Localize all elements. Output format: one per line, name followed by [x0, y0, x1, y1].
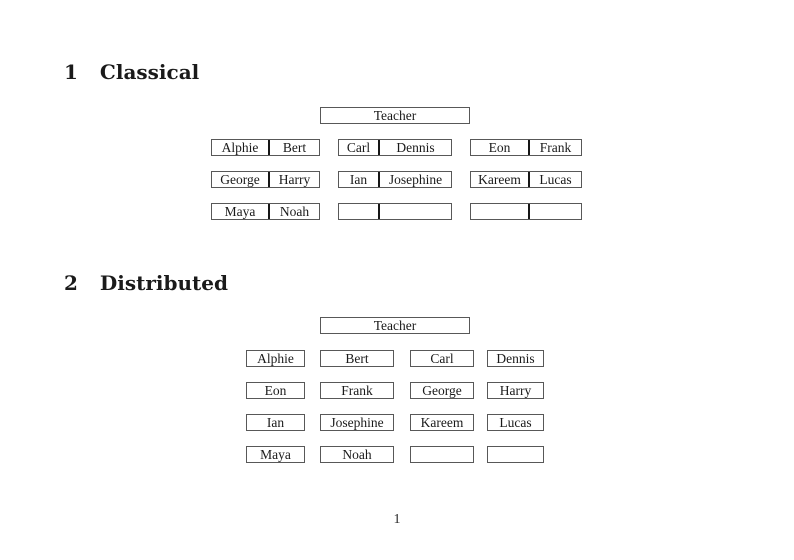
seat-box: Eon [246, 382, 305, 399]
desk-cell-left [339, 204, 378, 219]
seat-box [487, 446, 544, 463]
desk-table [470, 203, 582, 220]
seat-box: Harry [487, 382, 544, 399]
seat-box [410, 446, 474, 463]
teacher-label: Teacher [373, 108, 417, 123]
desk-table: Alphie Bert [211, 139, 320, 156]
section-title: Distributed [99, 271, 228, 295]
section-heading-classical: 1 Classical [64, 61, 199, 83]
seat-box: Ian [246, 414, 305, 431]
desk-cell-left: Maya [224, 204, 256, 219]
page-number: 1 [393, 512, 401, 527]
desk-table: Kareem Lucas [470, 171, 582, 188]
desk-table: Eon Frank [470, 139, 582, 156]
desk-table [338, 203, 452, 220]
desk-cell-left: Alphie [221, 140, 259, 155]
desk-cell-right: Lucas [528, 172, 581, 187]
desk-cell-left: Carl [346, 140, 371, 155]
seat-box: Kareem [410, 414, 474, 431]
seat-box: Bert [320, 350, 394, 367]
desk-cell-left: Ian [349, 172, 368, 187]
desk-cell-right [528, 204, 581, 219]
desk-cell-right: Noah [268, 204, 319, 219]
seat-box: Noah [320, 446, 394, 463]
desk-cell-left: Kareem [478, 172, 521, 187]
desk-cell-right: Josephine [378, 172, 451, 187]
desk-cell-right: Bert [268, 140, 319, 155]
seat-box: Dennis [487, 350, 544, 367]
seat-box: George [410, 382, 474, 399]
section-number: 1 [64, 60, 78, 84]
teacher-box-distributed: Teacher [320, 317, 470, 334]
desk-table: George Harry [211, 171, 320, 188]
section-heading-distributed: 2 Distributed [64, 272, 228, 294]
desk-cell-left: George [220, 172, 260, 187]
desk-table: Carl Dennis [338, 139, 452, 156]
seat-box: Carl [410, 350, 474, 367]
desk-table: Maya Noah [211, 203, 320, 220]
desk-cell-right: Frank [528, 140, 581, 155]
seat-box: Alphie [246, 350, 305, 367]
seat-box: Josephine [320, 414, 394, 431]
desk-table: Ian Josephine [338, 171, 452, 188]
section-number: 2 [64, 271, 78, 295]
desk-cell-right [378, 204, 451, 219]
teacher-label: Teacher [373, 318, 417, 333]
desk-cell-left [471, 204, 528, 219]
desk-cell-right: Harry [268, 172, 319, 187]
seat-box: Frank [320, 382, 394, 399]
seat-box: Lucas [487, 414, 544, 431]
desk-cell-right: Dennis [378, 140, 451, 155]
desk-cell-left: Eon [488, 140, 511, 155]
section-title: Classical [99, 60, 200, 84]
seat-box: Maya [246, 446, 305, 463]
teacher-box-classical: Teacher [320, 107, 470, 124]
